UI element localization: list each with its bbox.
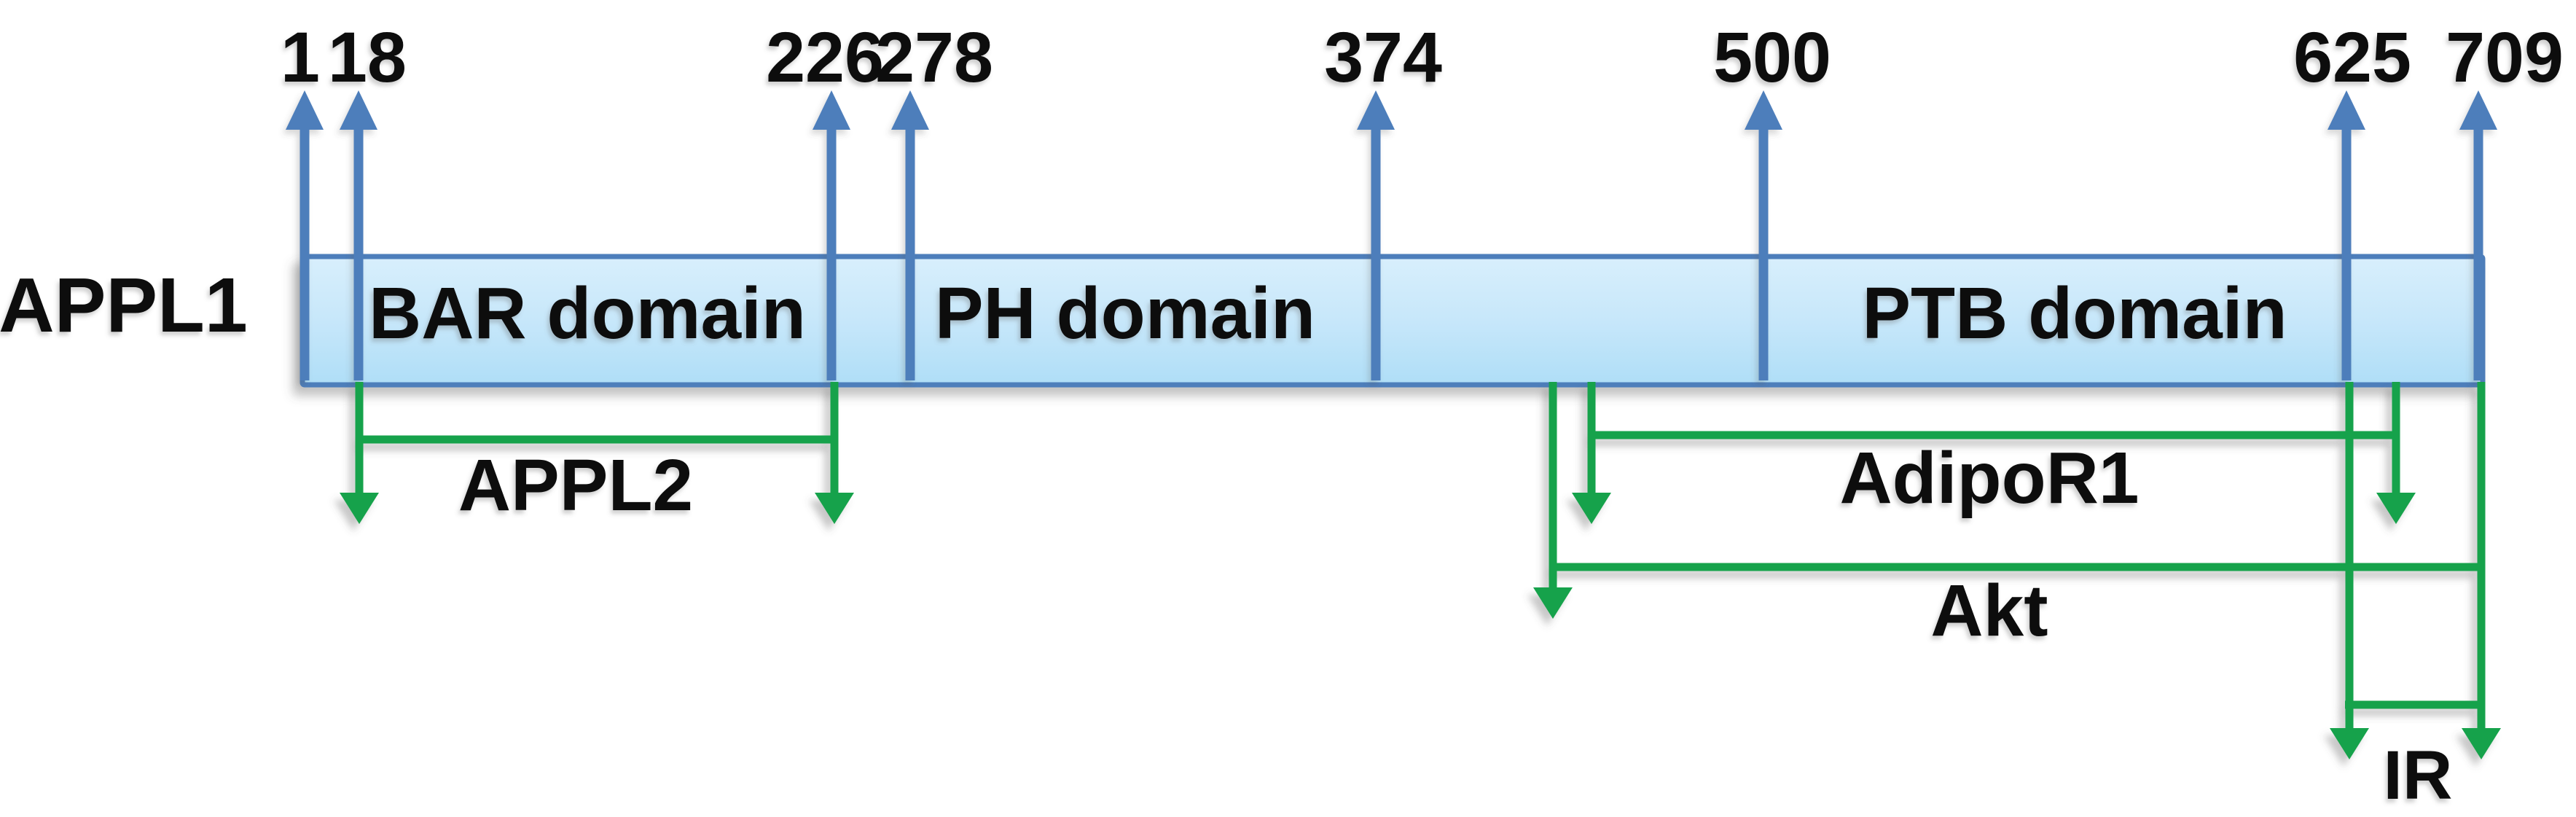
akt-interaction-label: Akt bbox=[1930, 570, 2048, 652]
ph-domain-label: PH domain bbox=[935, 273, 1315, 354]
marker-label-18: 18 bbox=[328, 17, 407, 97]
ptb-domain-label: PTB domain bbox=[1862, 273, 2287, 354]
adipor1-right-arrowhead-icon bbox=[2376, 493, 2416, 524]
marker-label-278: 278 bbox=[875, 17, 993, 97]
appl2-interaction-label: APPL2 bbox=[458, 445, 693, 526]
marker-label-500: 500 bbox=[1713, 17, 1831, 97]
appl2-right-arrowhead-icon bbox=[815, 493, 854, 524]
ir-bracket bbox=[2330, 382, 2501, 759]
appl2-left-arrowhead-icon bbox=[340, 493, 379, 524]
marker-arrow-1 bbox=[286, 90, 324, 380]
marker-arrow-18 bbox=[340, 90, 377, 380]
interaction-brackets bbox=[340, 382, 2501, 759]
akt-bracket bbox=[1533, 382, 2485, 619]
marker-arrow-709 bbox=[2459, 90, 2497, 380]
ir-right-arrowhead-icon bbox=[2462, 728, 2501, 759]
akt-left-arrowhead-icon bbox=[1533, 587, 1573, 619]
adipor1-left-arrowhead-icon bbox=[1572, 493, 1611, 524]
marker-label-226: 226 bbox=[766, 17, 884, 97]
marker-arrow-500 bbox=[1745, 90, 1782, 380]
marker-arrow-226 bbox=[813, 90, 850, 380]
marker-label-374: 374 bbox=[1324, 17, 1442, 97]
ir-left-arrowhead-icon bbox=[2330, 728, 2369, 759]
marker-label-625: 625 bbox=[2293, 17, 2411, 97]
adipor1-interaction-label: AdipoR1 bbox=[1839, 437, 2139, 519]
bar-domain-label: BAR domain bbox=[369, 273, 806, 354]
marker-arrow-374 bbox=[1357, 90, 1395, 380]
adipor1-bracket bbox=[1572, 382, 2416, 524]
ir-interaction-label: IR bbox=[2384, 737, 2453, 814]
residue-marker-arrows bbox=[286, 90, 2497, 380]
appl2-bracket bbox=[340, 382, 854, 524]
marker-label-1: 1 bbox=[281, 17, 320, 97]
marker-arrow-625 bbox=[2328, 90, 2365, 380]
marker-label-709: 709 bbox=[2446, 17, 2564, 97]
protein-title: APPL1 bbox=[0, 262, 248, 348]
marker-arrow-278 bbox=[891, 90, 929, 380]
